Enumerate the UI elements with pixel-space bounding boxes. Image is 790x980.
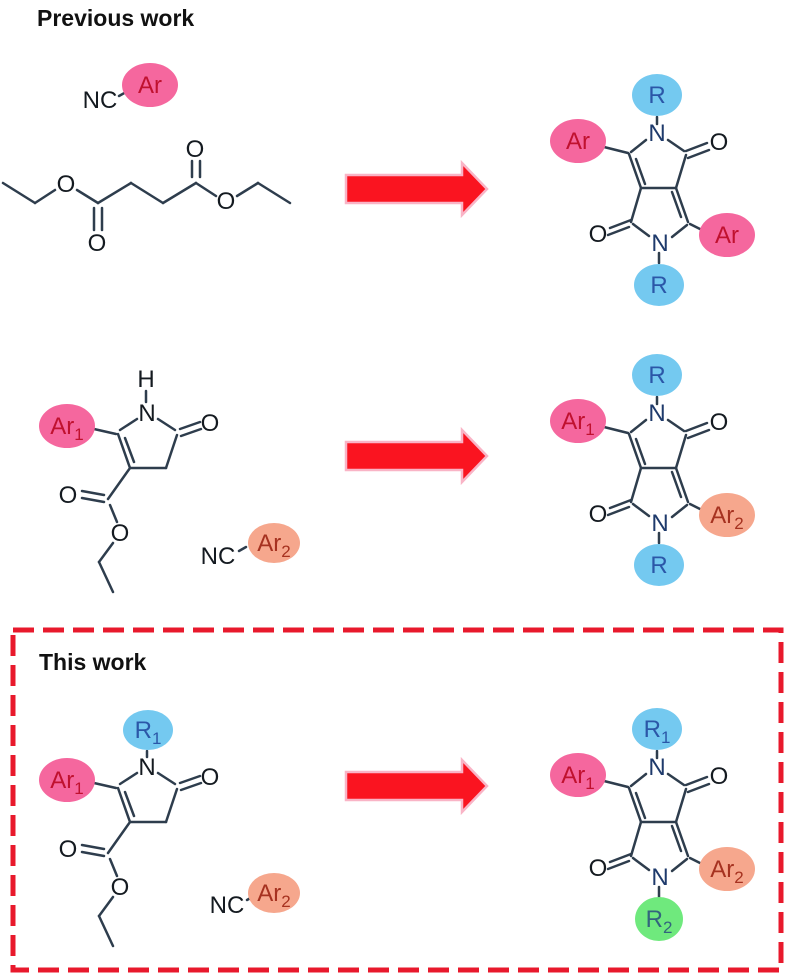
oxygen-label: O (201, 764, 220, 791)
nitrile-nc-label: NC (201, 543, 236, 570)
ar2-ellipse (248, 873, 300, 913)
nitrogen-label: N (651, 864, 668, 891)
ar1-left-ellipse (550, 753, 606, 797)
ar1-label: Ar1 (50, 767, 83, 798)
reaction-arrow-2 (344, 428, 489, 484)
dpp-product-1: R Ar Ar R N O O N (550, 74, 755, 306)
ar2-label: Ar2 (257, 530, 290, 561)
dpp-product-3: R1 Ar1 Ar2 R2 N O O N (550, 708, 755, 941)
ar-right-ellipse (699, 213, 755, 257)
ar-label: Ar (138, 72, 162, 99)
oxygen-label: O (186, 136, 205, 163)
nitrile-nc-label: NC (210, 892, 245, 919)
oxygen-label: O (59, 482, 78, 509)
r1-top-ellipse (632, 708, 682, 750)
bond (237, 545, 248, 553)
ar-left-ellipse (550, 399, 606, 443)
ar1-ellipse (39, 758, 95, 802)
ar2-ellipse (248, 523, 300, 563)
ar1-left-label: Ar1 (561, 762, 594, 793)
oxygen-label: O (589, 855, 608, 882)
ar-ellipse (122, 63, 178, 107)
oxygen-label: O (59, 836, 78, 863)
reaction-arrow-1 (344, 161, 489, 217)
nitrogen-label: N (648, 120, 665, 147)
oxygen-label: O (217, 188, 236, 215)
aryl-nitrile-2: NC Ar2 (201, 523, 300, 570)
pyrrolinone-reactant-1: H N O O O Ar1 (39, 366, 220, 594)
ar-right-label: Ar (715, 222, 739, 249)
r1-label: R1 (135, 717, 162, 748)
r-top-ellipse (632, 354, 682, 396)
r2-bottom-ellipse (635, 897, 683, 941)
oxygen-label: O (111, 520, 130, 547)
nitrogen-label: N (648, 754, 665, 781)
r-bottom-label: R (650, 552, 667, 579)
diethyl-succinate: O O O O (1, 136, 292, 257)
r-top-label: R (648, 82, 665, 109)
pyrrolinone-reactant-2: R1 N O O O Ar1 (39, 710, 220, 948)
aryl-nitrile-1: NC Ar (83, 63, 178, 114)
ar-left-label: Ar (566, 128, 590, 155)
r-top-ellipse (632, 74, 682, 116)
ar2-label: Ar2 (257, 880, 290, 911)
oxygen-label: O (589, 501, 608, 528)
oxygen-label: O (88, 230, 107, 257)
oxygen-label: O (710, 763, 729, 790)
this-work-dashed-box (10, 627, 784, 973)
ar-right-ellipse (699, 493, 755, 537)
r-bottom-ellipse (634, 544, 684, 586)
nitrogen-label: N (651, 510, 668, 537)
r1-top-label: R1 (644, 716, 671, 747)
ar-right-label: Ar2 (710, 502, 743, 533)
nitrile-nc-label: NC (83, 87, 118, 114)
ar2-right-ellipse (699, 847, 755, 891)
r-top-label: R (648, 362, 665, 389)
succinate-skeleton (1, 159, 292, 232)
reaction-arrow-3 (344, 758, 489, 814)
ar-left-ellipse (550, 119, 606, 163)
r-bottom-label: R (650, 272, 667, 299)
nitrogen-label: N (138, 754, 155, 781)
oxygen-label: O (710, 129, 729, 156)
nitrogen-label: N (651, 230, 668, 257)
ar1-label: Ar1 (50, 413, 83, 444)
dpp-product-2: R Ar1 Ar2 R N O O N (550, 354, 755, 586)
oxygen-label: O (111, 874, 130, 901)
ar2-right-label: Ar2 (710, 856, 743, 887)
previous-work-title: Previous work (37, 5, 194, 31)
r1-ellipse (123, 710, 173, 750)
oxygen-label: O (201, 410, 220, 437)
ar1-ellipse (39, 404, 95, 448)
r2-bottom-label: R2 (646, 906, 673, 937)
oxygen-label: O (57, 171, 76, 198)
nitrogen-label: N (138, 400, 155, 427)
ar-left-label: Ar1 (561, 408, 594, 439)
nitrogen-label: N (648, 400, 665, 427)
r-bottom-ellipse (634, 264, 684, 306)
aryl-nitrile-3: NC Ar2 (210, 873, 300, 919)
oxygen-label: O (710, 409, 729, 436)
this-work-title: This work (39, 649, 147, 675)
oxygen-label: O (589, 221, 608, 248)
hydrogen-label: H (137, 366, 154, 393)
